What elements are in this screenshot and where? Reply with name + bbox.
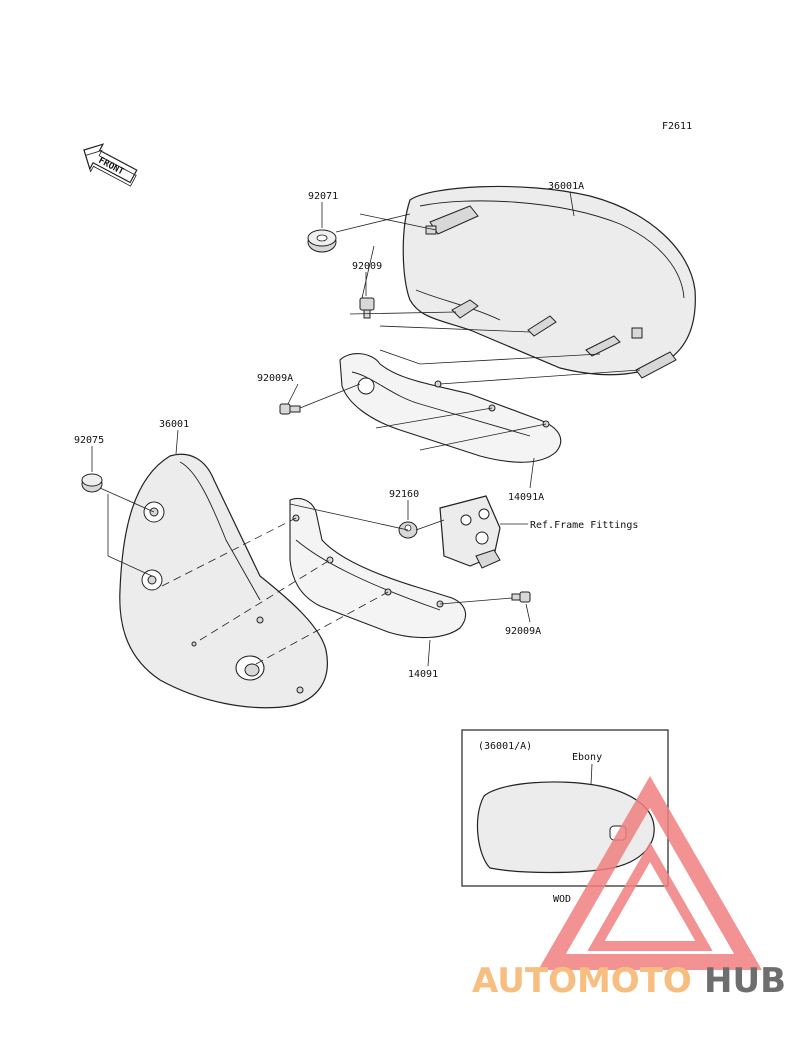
lower-cover-left-14091: [289, 497, 467, 639]
watermark-text-hub: HUB: [704, 961, 786, 1001]
side-cover-left-36001: [119, 453, 328, 709]
assembly-lines-upper: [299, 213, 641, 451]
label-92009: 92009: [352, 261, 382, 272]
bolt-92009: [359, 297, 375, 319]
front-arrow-icon: FRONT: [83, 143, 138, 187]
bolt-92009A-bottom: [511, 591, 531, 603]
assembly-lines-lower: [99, 487, 528, 665]
label-14091A: 14091A: [508, 492, 544, 503]
label-92071: 92071: [308, 191, 338, 202]
watermark-logo: AUTOMOTO HUB: [472, 775, 786, 1001]
label-14091: 14091: [408, 669, 438, 680]
watermark-text-automoto: AUTOMOTO: [472, 961, 692, 1001]
label-92160: 92160: [389, 489, 419, 500]
callout-leaders: [91, 191, 575, 667]
figure-code: F2611: [662, 121, 692, 132]
label-92009A-top: 92009A: [257, 373, 293, 384]
bolt-92009A-top: [279, 403, 301, 415]
label-92009A-bottom: 92009A: [505, 626, 541, 637]
label-36001A: 36001A: [548, 181, 584, 192]
inset-title: (36001/A): [478, 741, 532, 752]
grommet-92071: [307, 229, 337, 253]
side-cover-right-36001A: [402, 185, 696, 379]
inset-color-label: Ebony: [572, 752, 602, 763]
lower-cover-right-14091A: [339, 353, 562, 463]
inset-code: WOD: [553, 894, 571, 905]
label-ref-frame-fittings: Ref.Frame Fittings: [530, 520, 638, 531]
nut-92075: [81, 473, 103, 493]
frame-fitting-bracket: [439, 495, 501, 569]
label-92075: 92075: [74, 435, 104, 446]
label-36001: 36001: [159, 419, 189, 430]
